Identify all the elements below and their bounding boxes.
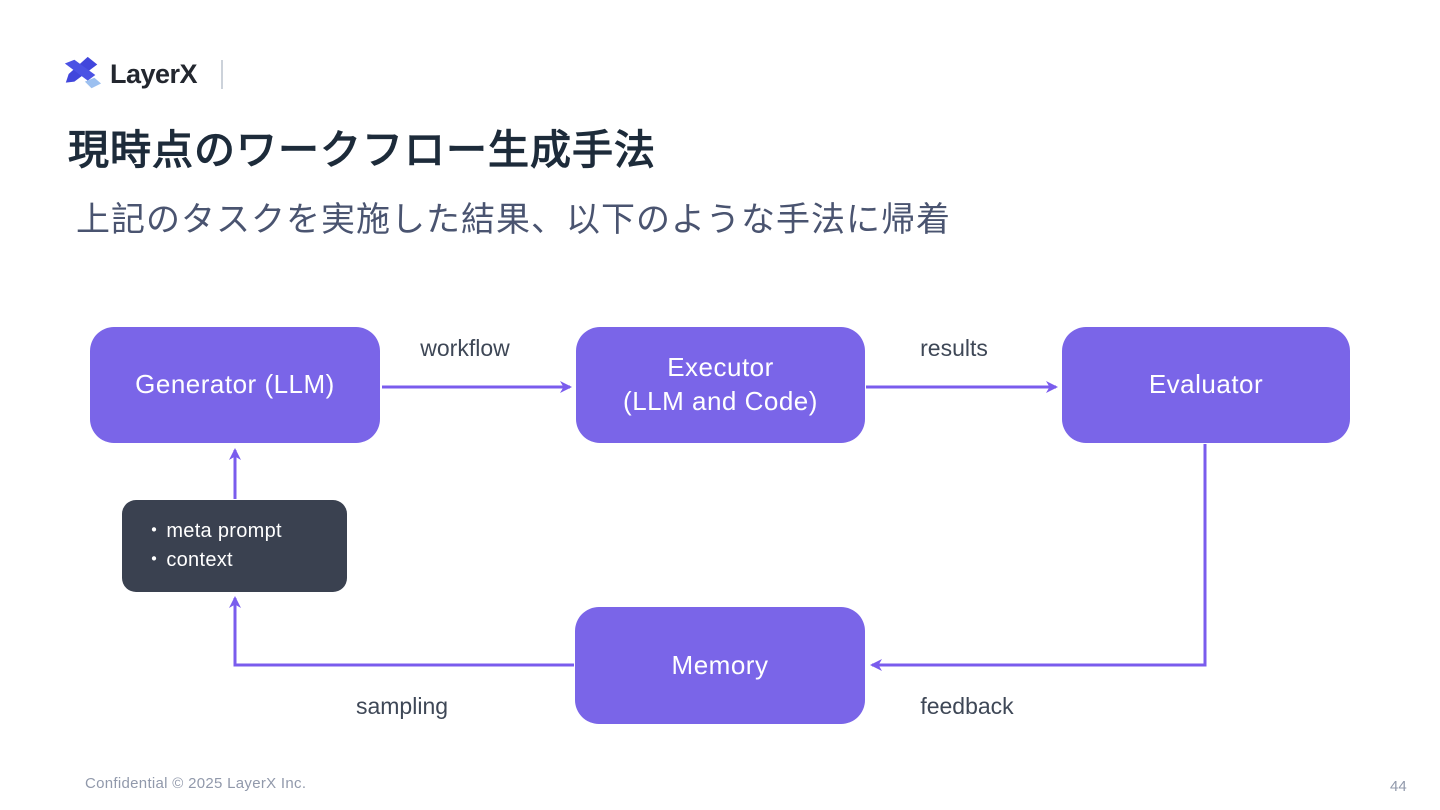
page-title: 現時点のワークフロー生成手法	[68, 127, 656, 173]
node-executor: Executor (LLM and Code)	[576, 327, 865, 443]
params-item-label: context	[166, 549, 233, 571]
bullet-icon: ・	[144, 520, 165, 542]
node-params: ・ meta prompt ・ context	[122, 500, 347, 592]
node-executor-line1: Executor	[667, 352, 774, 383]
layerx-logo-icon	[64, 56, 102, 89]
logo-divider	[221, 59, 224, 89]
node-executor-line2: (LLM and Code)	[623, 386, 818, 416]
edge-label-feedback: feedback	[920, 693, 1014, 719]
params-item-label: meta prompt	[166, 520, 282, 542]
page-subtitle: 上記のタスクを実施した結果、以下のような手法に帰着	[76, 201, 951, 239]
node-generator-label: Generator (LLM)	[135, 369, 335, 400]
node-executor-label: Executor (LLM and Code)	[623, 351, 818, 419]
node-memory-label: Memory	[671, 649, 769, 680]
edge-label-results: results	[920, 335, 988, 361]
page-number: 44	[1390, 778, 1407, 795]
layerx-logo: LayerX	[62, 54, 224, 94]
node-generator: Generator (LLM)	[90, 327, 380, 443]
footer-confidential: Confidential © 2025 LayerX Inc.	[85, 775, 307, 792]
node-memory: Memory	[575, 607, 865, 724]
edge-label-sampling: sampling	[355, 693, 449, 719]
edge-label-workflow: workflow	[420, 335, 510, 361]
params-item: ・ context	[144, 546, 347, 575]
params-item: ・ meta prompt	[144, 517, 347, 546]
bullet-icon: ・	[144, 549, 165, 571]
node-evaluator: Evaluator	[1062, 327, 1350, 443]
node-evaluator-label: Evaluator	[1148, 369, 1264, 400]
logo-brand-text: LayerX	[110, 58, 198, 89]
edge-sampling-arrow	[229, 596, 574, 667]
edge-feedback-arrow	[870, 444, 1207, 671]
